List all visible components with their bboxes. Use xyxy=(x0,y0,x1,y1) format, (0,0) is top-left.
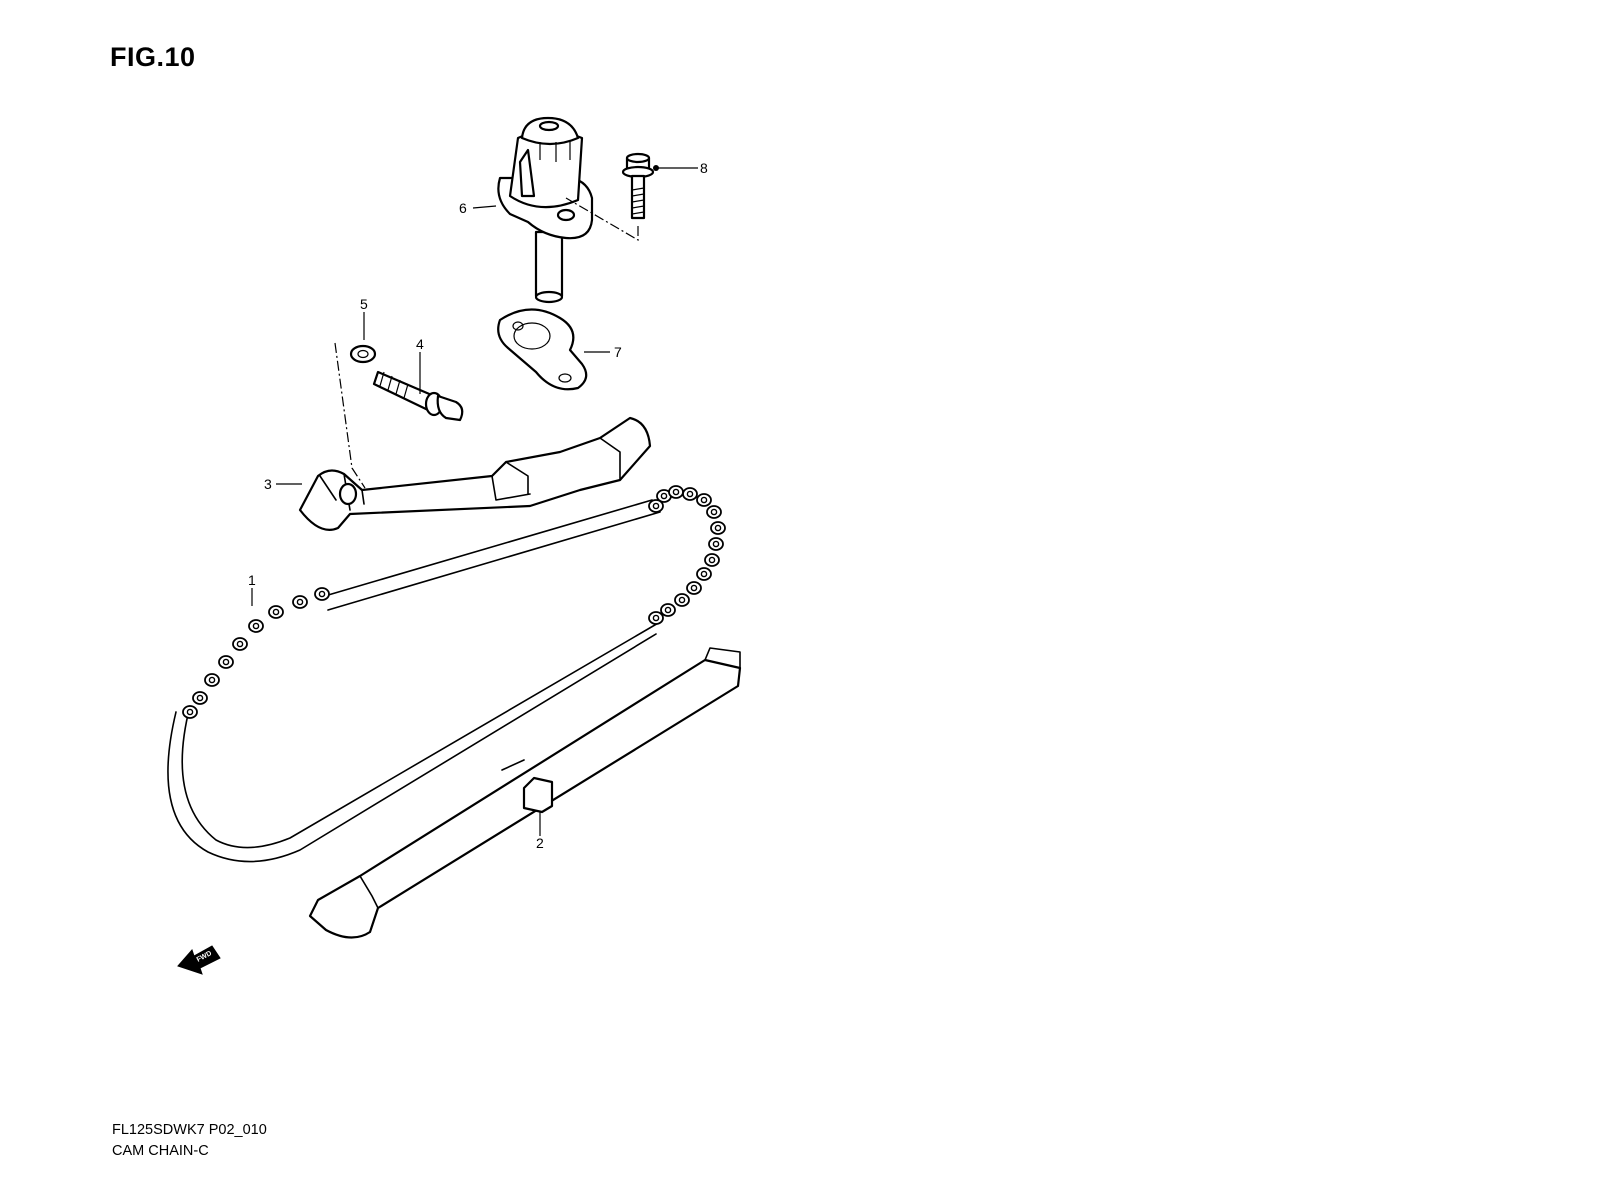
callout-7: 7 xyxy=(614,344,622,360)
forward-arrow-icon: FWD xyxy=(177,945,221,975)
tensioner-gasket xyxy=(497,308,588,391)
pivot-bolt xyxy=(372,370,464,422)
callout-8: 8 xyxy=(700,160,708,176)
chain-pin xyxy=(652,502,660,510)
chain-pin xyxy=(296,598,304,606)
washer xyxy=(349,344,377,364)
chain-pin xyxy=(700,570,708,578)
chain-pin xyxy=(252,622,260,630)
chain-pin xyxy=(652,614,660,622)
chain-pin xyxy=(690,584,698,592)
chain-pin xyxy=(664,606,672,614)
chain-pin xyxy=(700,496,708,504)
chain-pin xyxy=(678,596,686,604)
chain-tensioner-guide xyxy=(298,416,652,531)
chain-pin xyxy=(272,608,280,616)
chain-pin xyxy=(686,490,694,498)
figure-title: FIG.10 xyxy=(110,42,196,72)
chain-pin xyxy=(318,590,326,598)
callout-3: 3 xyxy=(264,476,272,492)
callout-4: 4 xyxy=(416,336,424,352)
cam-chain-links xyxy=(182,485,726,719)
callout-6: 6 xyxy=(459,200,467,216)
drawing-name: CAM CHAIN-C xyxy=(112,1143,209,1159)
chain-pin xyxy=(196,694,204,702)
leader-dots xyxy=(653,165,659,171)
chain-pin xyxy=(712,540,720,548)
chain-pin xyxy=(236,640,244,648)
chain-pin xyxy=(186,708,194,716)
callout-5: 5 xyxy=(360,296,368,312)
chain-pin xyxy=(660,492,668,500)
chain-pin xyxy=(714,524,722,532)
chain-pin xyxy=(222,658,230,666)
callout-1: 1 xyxy=(248,572,256,588)
tensioner-adjuster xyxy=(497,116,594,304)
tensioner-bolt xyxy=(621,152,655,220)
cam-chain xyxy=(167,499,661,863)
chain-pin xyxy=(710,508,718,516)
chain-pin xyxy=(708,556,716,564)
chain-pin xyxy=(672,488,680,496)
chain-pin xyxy=(208,676,216,684)
chain-guide xyxy=(308,647,742,939)
drawing-code: FL125SDWK7 P02_010 xyxy=(112,1122,267,1138)
callout-2: 2 xyxy=(536,835,544,851)
leader-lines xyxy=(251,167,698,836)
